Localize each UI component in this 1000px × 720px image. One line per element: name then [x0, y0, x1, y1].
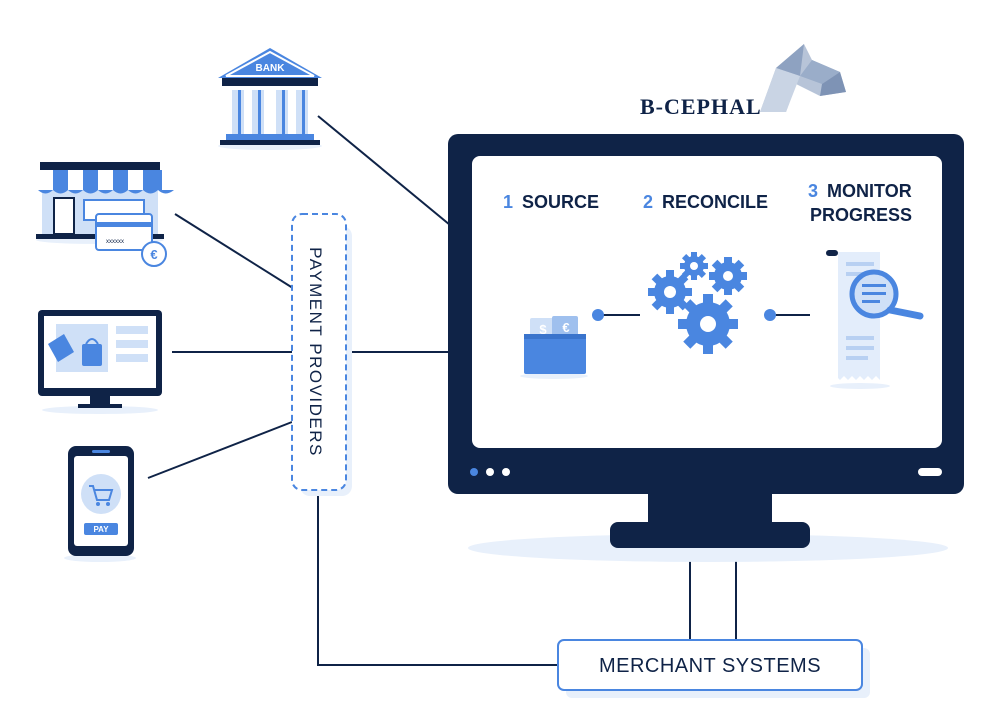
svg-text:2 RECONCILE: 2 RECONCILE — [643, 192, 768, 212]
card-number-text: xxxxxx — [106, 239, 124, 245]
step-3-label-line2: PROGRESS — [810, 205, 912, 225]
dollar-symbol: $ — [539, 322, 547, 337]
step-monitor-progress: 3 MONITOR PROGRESS — [808, 181, 912, 225]
step-1-number: 1 — [503, 192, 513, 212]
step-2-label: RECONCILE — [662, 192, 768, 212]
connector-dot-1 — [592, 309, 604, 321]
store-icon: xxxxxx € — [36, 162, 174, 267]
store-to-providers-line — [174, 213, 297, 291]
step-connectors — [592, 309, 810, 321]
bank-icon: BANK — [218, 48, 322, 150]
connector-lines — [147, 115, 737, 666]
providers-to-merchant-line — [317, 490, 558, 666]
b-cephal-logo: B-CEPHAL — [640, 44, 846, 119]
wallet-icon: $ € — [520, 316, 588, 379]
euro-symbol: € — [150, 247, 157, 262]
phone-to-providers-line — [147, 421, 293, 479]
step-1-label: SOURCE — [522, 192, 599, 212]
merchant-systems-label: MERCHANT SYSTEMS — [599, 655, 821, 677]
receipt-magnifier-icon — [826, 250, 924, 389]
desktop-shop-icon — [38, 310, 162, 414]
svg-text:3 MONITOR: 3 MONITOR — [808, 181, 912, 201]
bank-label: BANK — [256, 63, 286, 74]
gears-icon — [648, 252, 747, 354]
step-reconcile: 2 RECONCILE — [643, 192, 768, 212]
pay-label: PAY — [93, 525, 109, 534]
bank-to-monitor-line — [317, 115, 451, 226]
svg-text:1 SOURCE: 1 SOURCE — [503, 192, 599, 212]
connector-dot-2 — [764, 309, 776, 321]
logo-text: B-CEPHAL — [640, 94, 762, 119]
merchant-systems-box: MERCHANT SYSTEMS — [557, 639, 870, 698]
phone-pay-icon: PAY — [64, 446, 136, 562]
payment-providers-label: PAYMENT PROVIDERS — [306, 247, 325, 457]
step-3-number: 3 — [808, 181, 818, 201]
euro-note-symbol: € — [562, 320, 569, 335]
step-3-label-line1: MONITOR — [827, 181, 912, 201]
step-2-number: 2 — [643, 192, 653, 212]
payment-providers-box: PAYMENT PROVIDERS — [291, 213, 352, 496]
step-source: 1 SOURCE — [503, 192, 599, 212]
